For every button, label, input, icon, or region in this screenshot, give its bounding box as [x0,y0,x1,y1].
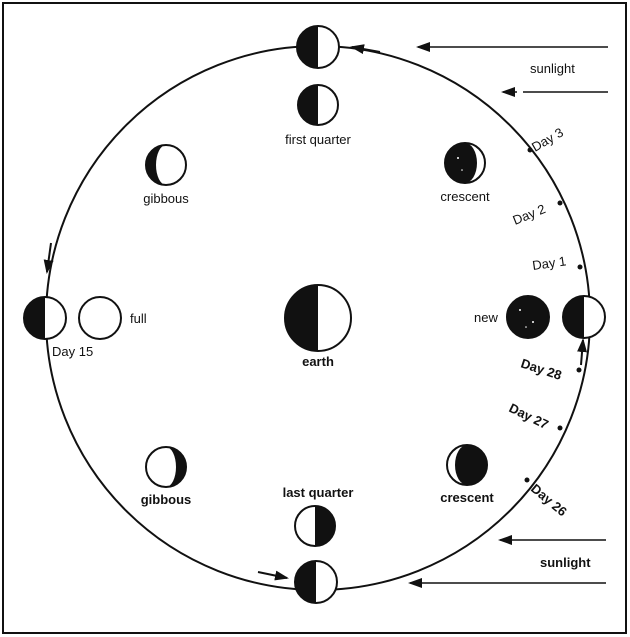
orbit-arrow-bottom [257,570,289,581]
day-3-marker [527,147,533,153]
last-quarter-moon-icon [294,505,336,547]
new-label: new [474,310,498,325]
day-27-marker [557,425,563,431]
day-26-label: Day 26 [528,481,570,519]
day-1-label: Day 1 [531,253,567,273]
moon-orbit-top-icon [296,25,340,69]
crescent-top-moon-icon [444,142,486,184]
day-28-label: Day 28 [519,356,564,383]
gibbous-top-moon-icon [145,144,187,186]
full-moon-icon [78,296,122,340]
first-quarter-moon-icon [297,84,339,126]
moon-orbit-bottom-icon [294,560,338,604]
gibbous-bottom-label: gibbous [141,492,192,507]
sunlight-label-top: sunlight [530,61,575,76]
earth-icon [284,284,352,352]
moon-orbit-left-icon [23,296,67,340]
day-15-label: Day 15 [52,344,93,359]
day-26-marker [524,477,530,483]
new-moon-icon [506,295,550,339]
last-quarter-label: last quarter [283,485,354,500]
gibbous-top-label: gibbous [143,191,189,206]
day-2-marker [557,200,563,206]
gibbous-bottom-moon-icon [145,446,187,488]
orbit-arrow-left [43,242,54,274]
full-label: full [130,311,147,326]
sunlight-label-bottom: sunlight [540,555,591,570]
day-27-label: Day 27 [507,400,551,432]
moon-orbit-right-icon [562,295,606,339]
day-1-marker [577,264,583,270]
orbit-arrow-right [577,338,588,366]
crescent-bottom-moon-icon [446,444,488,486]
day-2-label: Day 2 [511,201,548,228]
first-quarter-label: first quarter [285,132,351,147]
crescent-bottom-label: crescent [440,490,494,505]
orbit-arrow-top [350,44,381,55]
crescent-top-label: crescent [440,189,490,204]
day-28-marker [576,367,582,373]
day-3-label: Day 3 [529,125,566,155]
earth-label: earth [302,354,334,369]
